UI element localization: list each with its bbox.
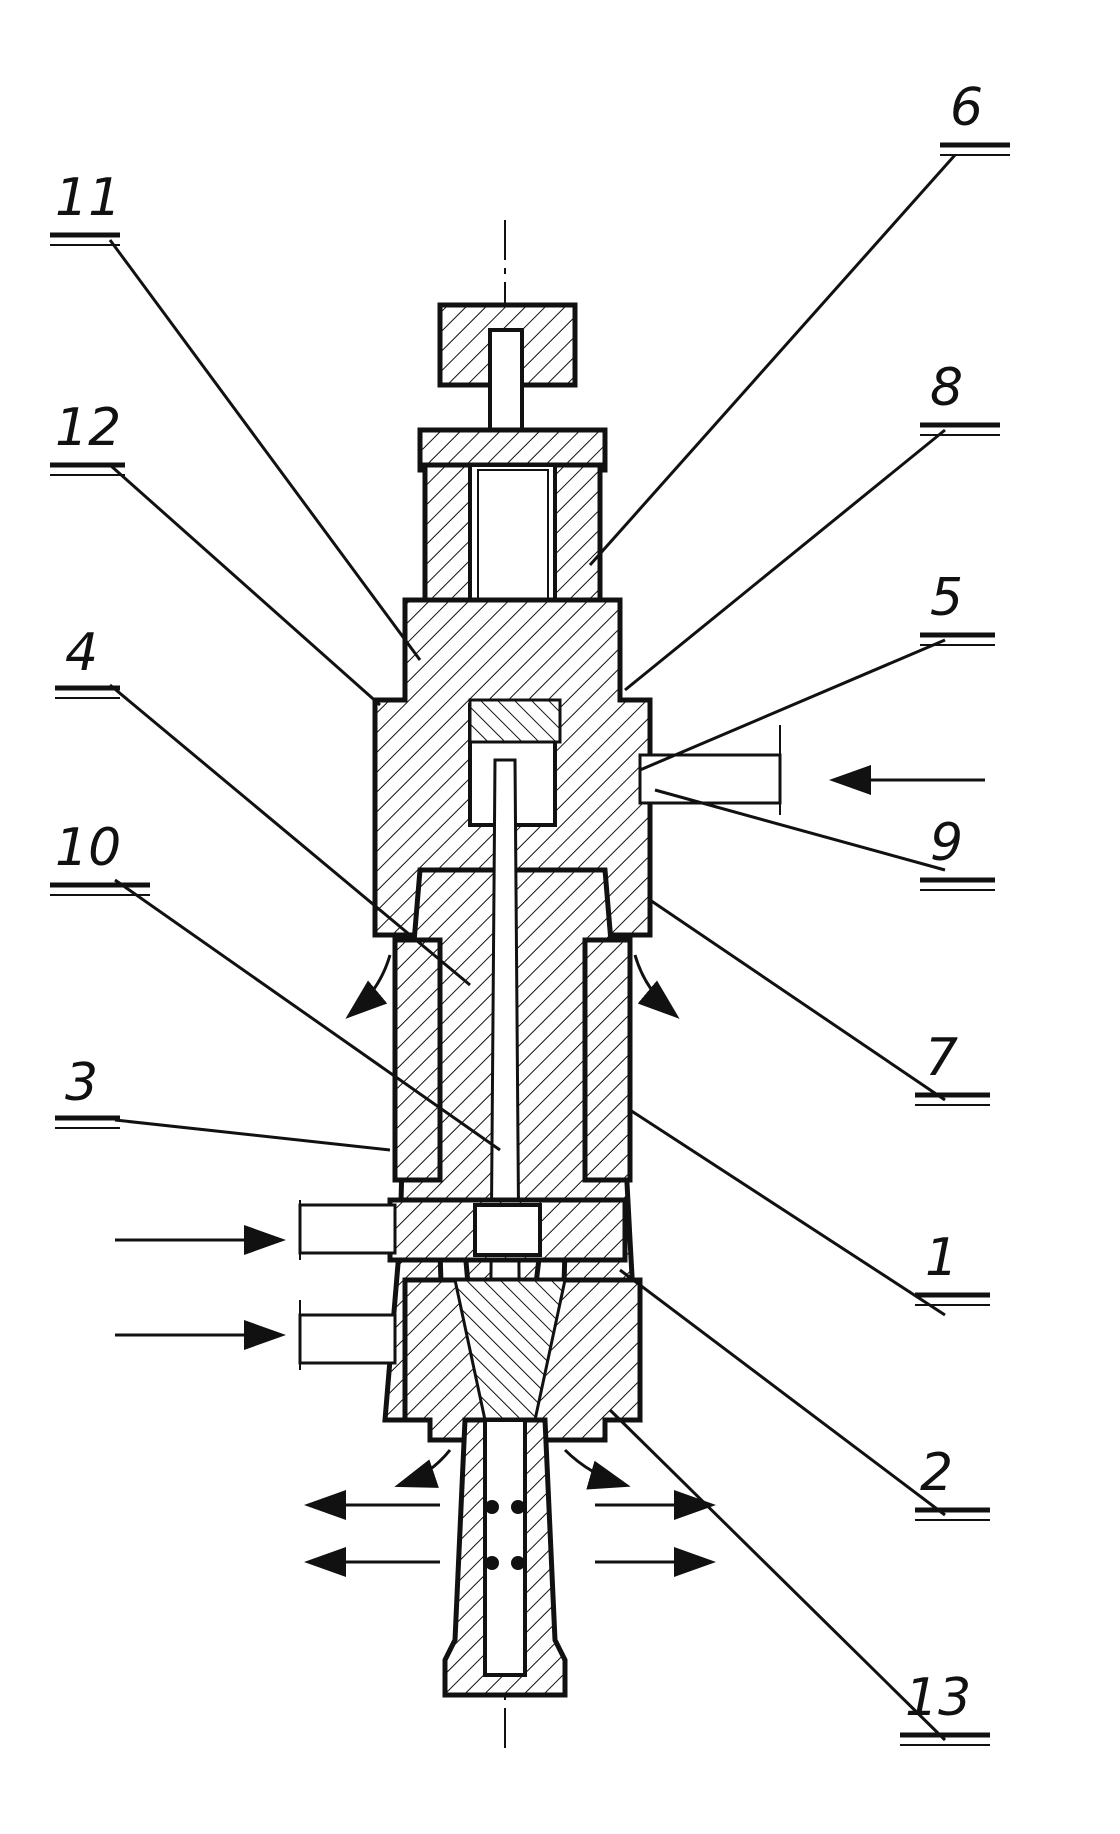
callout-6: 6 xyxy=(940,78,1010,156)
callout-2: 2 xyxy=(915,1443,990,1521)
flow-arrows xyxy=(115,765,985,1577)
callout-9-text: 9 xyxy=(930,813,963,873)
callout-2-text: 2 xyxy=(920,1443,953,1503)
callout-6-text: 6 xyxy=(950,78,983,138)
callout-13: 13 xyxy=(900,1668,990,1746)
callout-8: 8 xyxy=(920,358,1000,436)
callout-13-text: 13 xyxy=(905,1668,971,1728)
callout-1: 1 xyxy=(915,1228,990,1306)
callout-12-text: 12 xyxy=(55,398,121,458)
callout-9: 9 xyxy=(920,813,995,891)
callout-10-text: 10 xyxy=(55,818,121,878)
callout-8-text: 8 xyxy=(930,358,963,418)
callout-11: 11 xyxy=(50,168,121,246)
callout-3-text: 3 xyxy=(65,1053,98,1113)
callout-7-text: 7 xyxy=(925,1028,958,1088)
inlet-tubes xyxy=(298,725,782,1370)
leader-lines xyxy=(108,154,957,1742)
callout-4-text: 4 xyxy=(65,623,98,683)
callout-3: 3 xyxy=(55,1053,120,1129)
callout-5-text: 5 xyxy=(930,568,963,628)
lower-nut xyxy=(402,1277,643,1443)
callout-7: 7 xyxy=(915,1028,990,1106)
callout-12: 12 xyxy=(50,398,125,476)
callout-10: 10 xyxy=(50,818,150,896)
callout-4: 4 xyxy=(55,623,120,699)
outlet-tip xyxy=(442,1417,568,1698)
callout-5: 5 xyxy=(920,568,995,646)
callout-11-text: 11 xyxy=(55,168,121,228)
callout-1-text: 1 xyxy=(925,1228,958,1288)
